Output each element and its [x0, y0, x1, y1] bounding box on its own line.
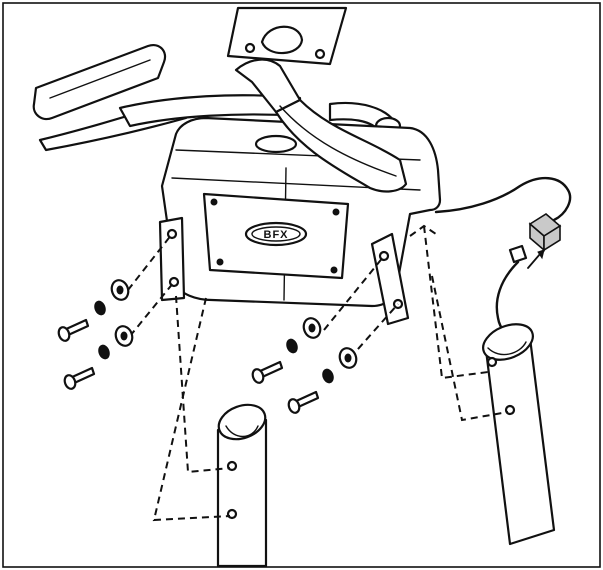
washer-icon — [338, 347, 358, 369]
right-hardware-lower — [287, 347, 358, 414]
screw-icon — [63, 366, 96, 390]
right-hardware-upper — [251, 317, 322, 384]
console-bracket — [226, 6, 348, 66]
cable-connector-female — [528, 213, 562, 252]
console-cable — [434, 177, 572, 342]
washer-icon — [94, 300, 106, 316]
washer-icon — [302, 317, 322, 339]
left-hardware-lower — [63, 325, 134, 390]
left-hardware-upper — [57, 279, 130, 342]
screw-icon — [251, 360, 284, 384]
cable-connector-male — [508, 244, 528, 264]
right-frame-tube — [482, 323, 556, 546]
screw-icon — [287, 390, 320, 414]
left-mounting-bracket — [158, 216, 186, 302]
washer-icon — [98, 344, 110, 360]
left-frame-tube — [216, 403, 268, 568]
screw-icon — [57, 318, 90, 342]
connect-arrow-icon — [527, 249, 545, 269]
washer-icon — [114, 325, 134, 347]
brand-logo-text: BFX — [264, 229, 289, 241]
washer-icon — [286, 338, 298, 354]
washer-icon — [322, 368, 334, 384]
right-mounting-bracket — [370, 232, 410, 326]
center-handle — [234, 58, 408, 193]
alignment-guides — [127, 224, 509, 522]
left-handlebar-grip — [32, 44, 167, 121]
washer-icon — [110, 279, 130, 301]
